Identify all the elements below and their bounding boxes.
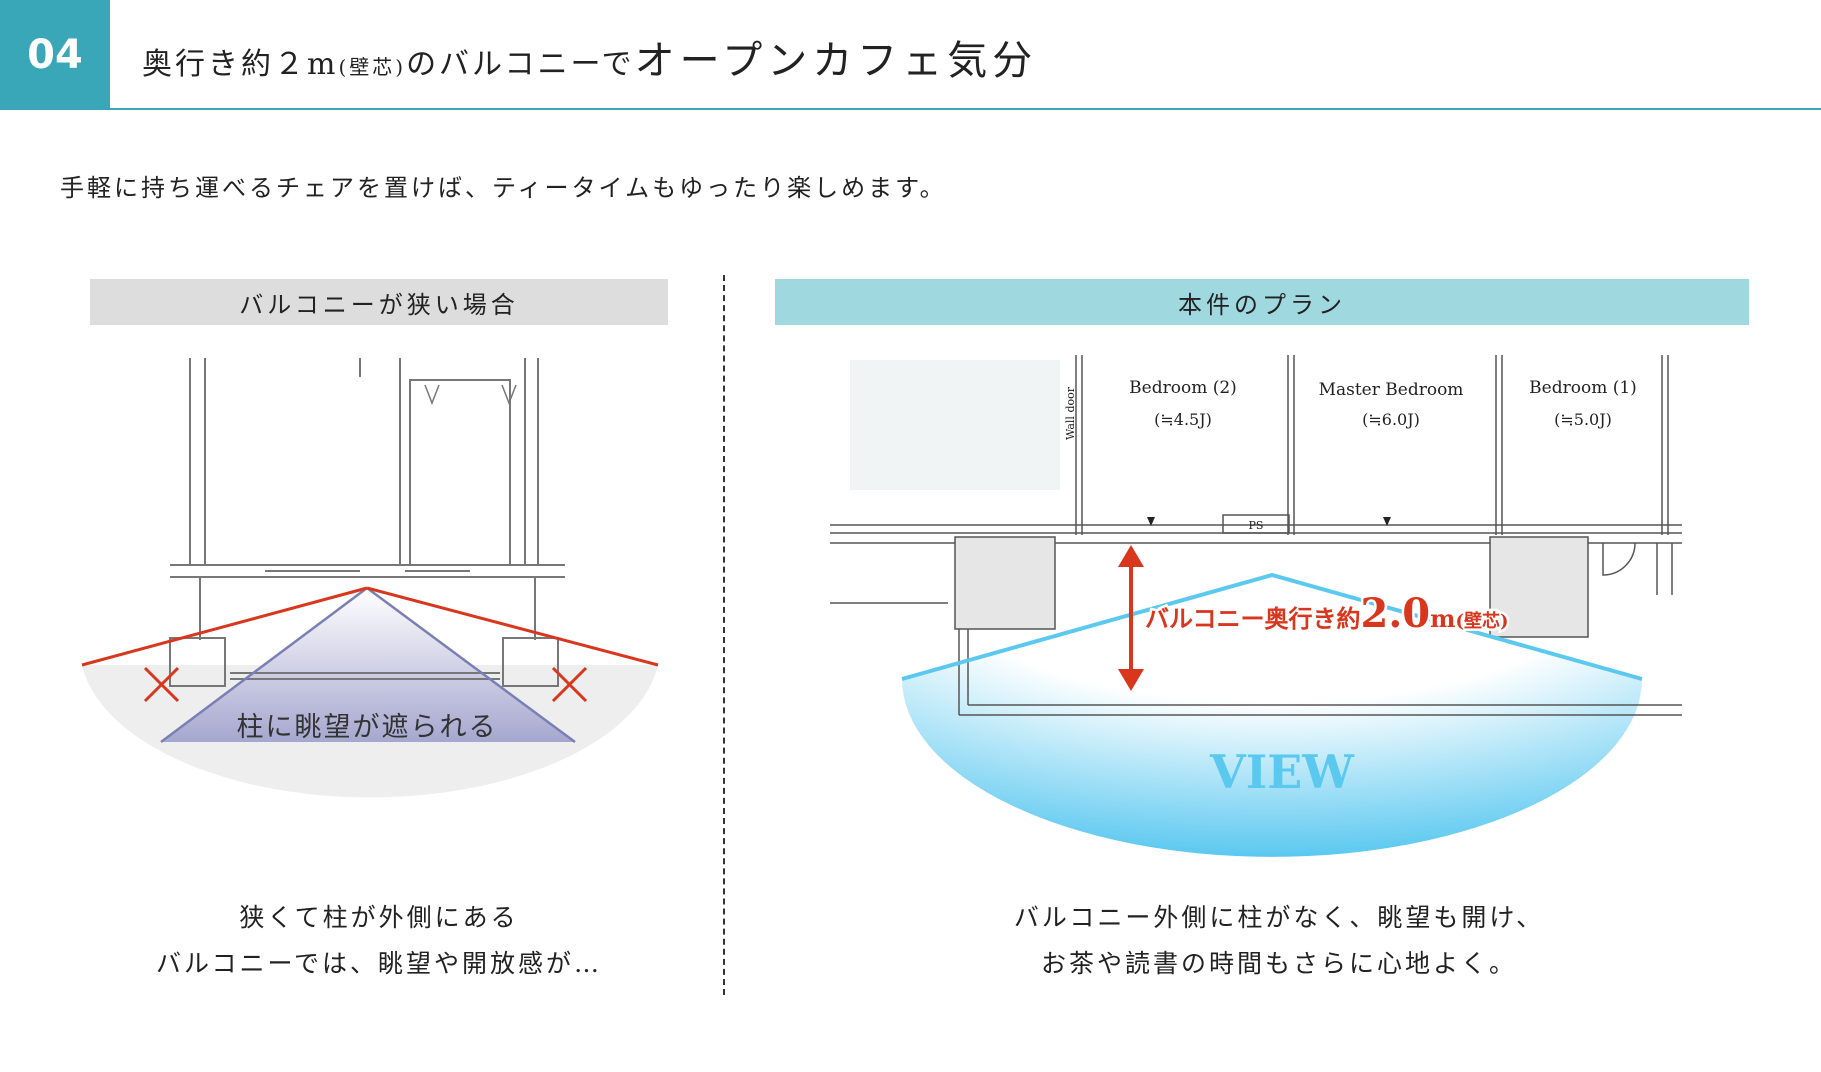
right-panel-caption: バルコニー外側に柱がなく、眺望も開け、 お茶や読書の時間もさらに心地よく。 <box>969 895 1589 987</box>
title-part-1: 奥行き約２m <box>142 47 339 82</box>
left-caption-line-2: バルコニーでは、眺望や開放感が… <box>155 949 602 978</box>
right-panel-heading: 本件のプラン <box>775 279 1749 325</box>
lead-text: 手軽に持ち運べるチェアを置けば、ティータイムもゆったり楽しめます。 <box>60 174 947 202</box>
blocked-view-label: 柱に眺望が遮られる <box>237 712 498 743</box>
narrow-balcony-diagram: 柱に眺望が遮られる <box>81 358 659 798</box>
right-pillar <box>1489 536 1589 638</box>
room-size-bedroom-2: (≒4.5J) <box>1154 410 1212 429</box>
room-name-master-bedroom: Master Bedroom <box>1319 380 1464 400</box>
left-panel-heading: バルコニーが狭い場合 <box>90 279 668 325</box>
right-cross-icon <box>551 666 588 703</box>
left-caption-line-1: 狭くて柱が外側にある <box>239 903 519 932</box>
left-cross-icon <box>143 666 180 703</box>
plan-walls <box>830 355 1682 716</box>
title-part-2: (壁芯) <box>338 55 407 79</box>
room-name-bedroom-2: Bedroom (2) <box>1129 378 1237 398</box>
wall-door-label: Wall door <box>1064 386 1077 440</box>
door-marks <box>424 384 517 406</box>
view-fan <box>902 575 1642 857</box>
room-size-bedroom-1: (≒5.0J) <box>1554 410 1612 429</box>
living-area-block <box>850 360 1060 490</box>
title-part-3: のバルコニーで <box>406 47 635 82</box>
title-underline <box>110 108 1821 110</box>
plan-balcony-diagram: Bedroom (2) (≒4.5J) Master Bedroom (≒6.0… <box>830 355 1682 857</box>
room-name-bedroom-1: Bedroom (1) <box>1529 378 1637 398</box>
left-panel-caption: 狭くて柱が外側にある バルコニーでは、眺望や開放感が… <box>69 895 689 987</box>
right-caption-line-1: バルコニー外側に柱がなく、眺望も開け、 <box>1013 903 1545 932</box>
section-title: 奥行き約２m(壁芯)のバルコニーでオープンカフェ気分 <box>142 28 1037 86</box>
view-label: VIEW <box>1209 745 1355 799</box>
view-angle-lines <box>81 586 659 667</box>
ps-label: PS <box>1249 519 1264 532</box>
depth-label: バルコニー奥行き約2.0m(壁芯) <box>1145 590 1509 637</box>
sight-lines <box>160 586 576 744</box>
blocked-view-shade <box>161 588 575 742</box>
section-number: 04 <box>0 0 110 110</box>
title-part-4: オープンカフェ気分 <box>634 38 1038 84</box>
left-pillar <box>954 536 1056 630</box>
panel-divider <box>723 275 725 995</box>
narrow-plan-walls <box>169 358 565 687</box>
right-caption-line-2: お茶や読書の時間もさらに心地よく。 <box>1040 949 1517 978</box>
room-size-master-bedroom: (≒6.0J) <box>1362 410 1420 429</box>
view-angle-lines <box>901 572 1643 681</box>
depth-arrow <box>1118 545 1144 691</box>
window-markers <box>1147 517 1391 526</box>
